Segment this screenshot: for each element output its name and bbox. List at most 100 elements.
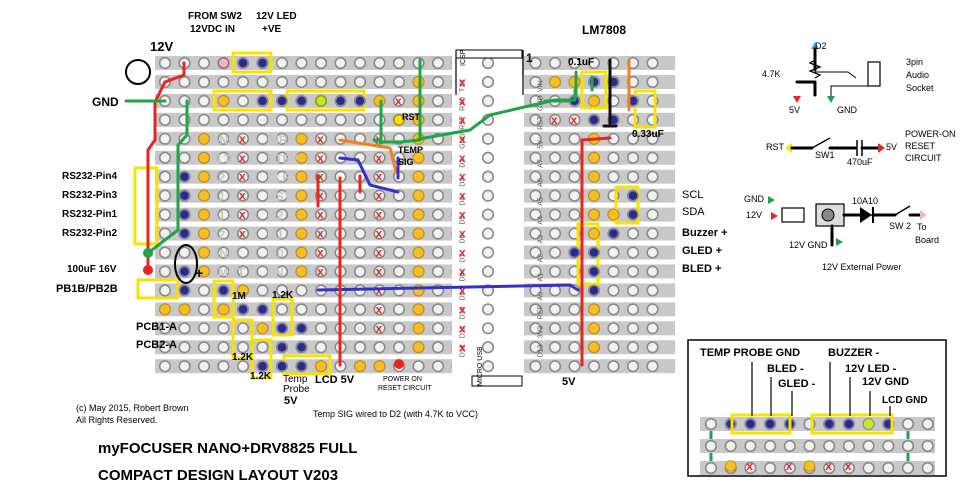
from-sw2-label: FROM SW2 [188,11,242,22]
inset-hole [882,439,895,453]
component-lead [256,57,269,69]
nano-pin-right-label: D13 [538,344,545,357]
inset-hole [744,439,757,453]
board-hole [392,284,406,297]
board-hole [587,56,601,70]
resistor-12k-bot-label: 1.2K [250,371,272,382]
component-lead [588,246,600,259]
board-hole [314,208,328,221]
board-hole [236,360,250,373]
nano-pin-left-label: D10 [460,306,467,319]
board-hole [158,284,172,297]
board-hole [295,113,308,126]
drv-pin-right-label: M1 [267,228,284,242]
component-pad [198,170,210,183]
sch-5v-b-label: 5V [886,142,898,152]
nano-pin-right-label: A5 [538,197,545,206]
sch-rst-label: RST [766,142,784,152]
board-hole [529,170,542,183]
nano-rst-label: RST [402,112,420,122]
nano-pin-right-label: A4 [538,216,545,225]
drv-pin-left-label: FLT [210,152,232,166]
component-lead [276,322,288,335]
inset-header-right [810,413,894,435]
12v-gnd-arrow [836,238,843,246]
audio-socket [867,61,881,87]
drv-pin-right-label: M0 [267,247,284,261]
board-hole [548,227,562,240]
inset-hole [763,461,777,475]
resistor-12k-mid-label: 1.2K [232,352,254,363]
component-lead [627,189,639,202]
sda-label: SDA [682,206,705,218]
gnd-arrow [827,96,835,103]
strip-cut-mark: x [376,283,383,297]
board-hole [295,56,308,70]
board-hole [568,170,581,183]
board-hole [314,265,328,278]
component-pad [295,189,308,202]
board-hole [373,208,386,221]
inset-hole [823,461,836,475]
board-hole [275,170,289,183]
sch-r47k-label: 4.7K [762,69,781,79]
inset-hole [704,417,718,431]
drv-pin-left-label: B2 [210,228,226,242]
board-hole [256,170,269,183]
component-pad [295,246,308,259]
nano-center-hole [481,265,495,278]
board-hole [275,208,289,221]
board-hole [646,303,659,316]
strip-cut-mark: x [239,227,246,241]
component-lead [568,246,581,259]
nano-center-hole [481,227,495,240]
board-hole [626,341,640,354]
strip-cut-mark: x [376,321,383,335]
cap-100uf-outline [174,244,198,284]
sch-socket3-label: Socket [906,83,934,93]
nano-pin-right-label: A7 [538,159,545,168]
sch-sw2-label: SW 2 [889,221,912,231]
nano-center-hole [481,341,495,354]
nano-pin-left-label: D8 [460,272,467,281]
board-hole [256,75,269,89]
inset-lcd-gnd: LCD GND [882,395,928,406]
board-hole [548,341,562,354]
board-hole [548,151,562,164]
board-hole [392,341,406,354]
strip-cut-mark: x [317,227,324,241]
board-hole [646,151,659,164]
inset-hole [901,439,915,453]
board-hole [217,170,230,183]
component-pad [295,265,308,278]
strip-cut-mark: x [376,189,383,203]
board-hole [646,227,659,240]
component-lead [276,341,288,353]
board-hole [626,284,640,297]
component-pad [198,227,210,240]
board-hole [275,75,289,89]
vdc-in-label: 12VDC IN [190,24,236,35]
board-hole [431,246,445,259]
gnd-label: GND [92,95,119,109]
nano-pin-right-label: 5V [538,140,545,149]
board-hole [392,208,406,221]
board-hole [568,113,581,126]
board-hole [197,75,211,89]
board-hole [548,56,562,70]
strip-cut-mark: x [459,227,466,241]
board-hole [217,246,230,259]
sch-5v-label: 5V [789,105,801,115]
sch-board-label: Board [915,235,940,245]
nano-center-hole [481,303,495,316]
component-pad [412,227,425,240]
strip-cut-mark: x [317,208,324,222]
board-hole [217,151,230,164]
board-hole [529,208,542,221]
nano-pin-left-label: D5 [460,216,467,225]
pcb2-label: PCB2-A [136,339,177,351]
component-pad [198,151,210,164]
nano-pin-left-label: D11 [460,326,467,338]
label-12v: 12V [150,39,174,54]
led-12v-label: 12V LED [256,11,297,22]
